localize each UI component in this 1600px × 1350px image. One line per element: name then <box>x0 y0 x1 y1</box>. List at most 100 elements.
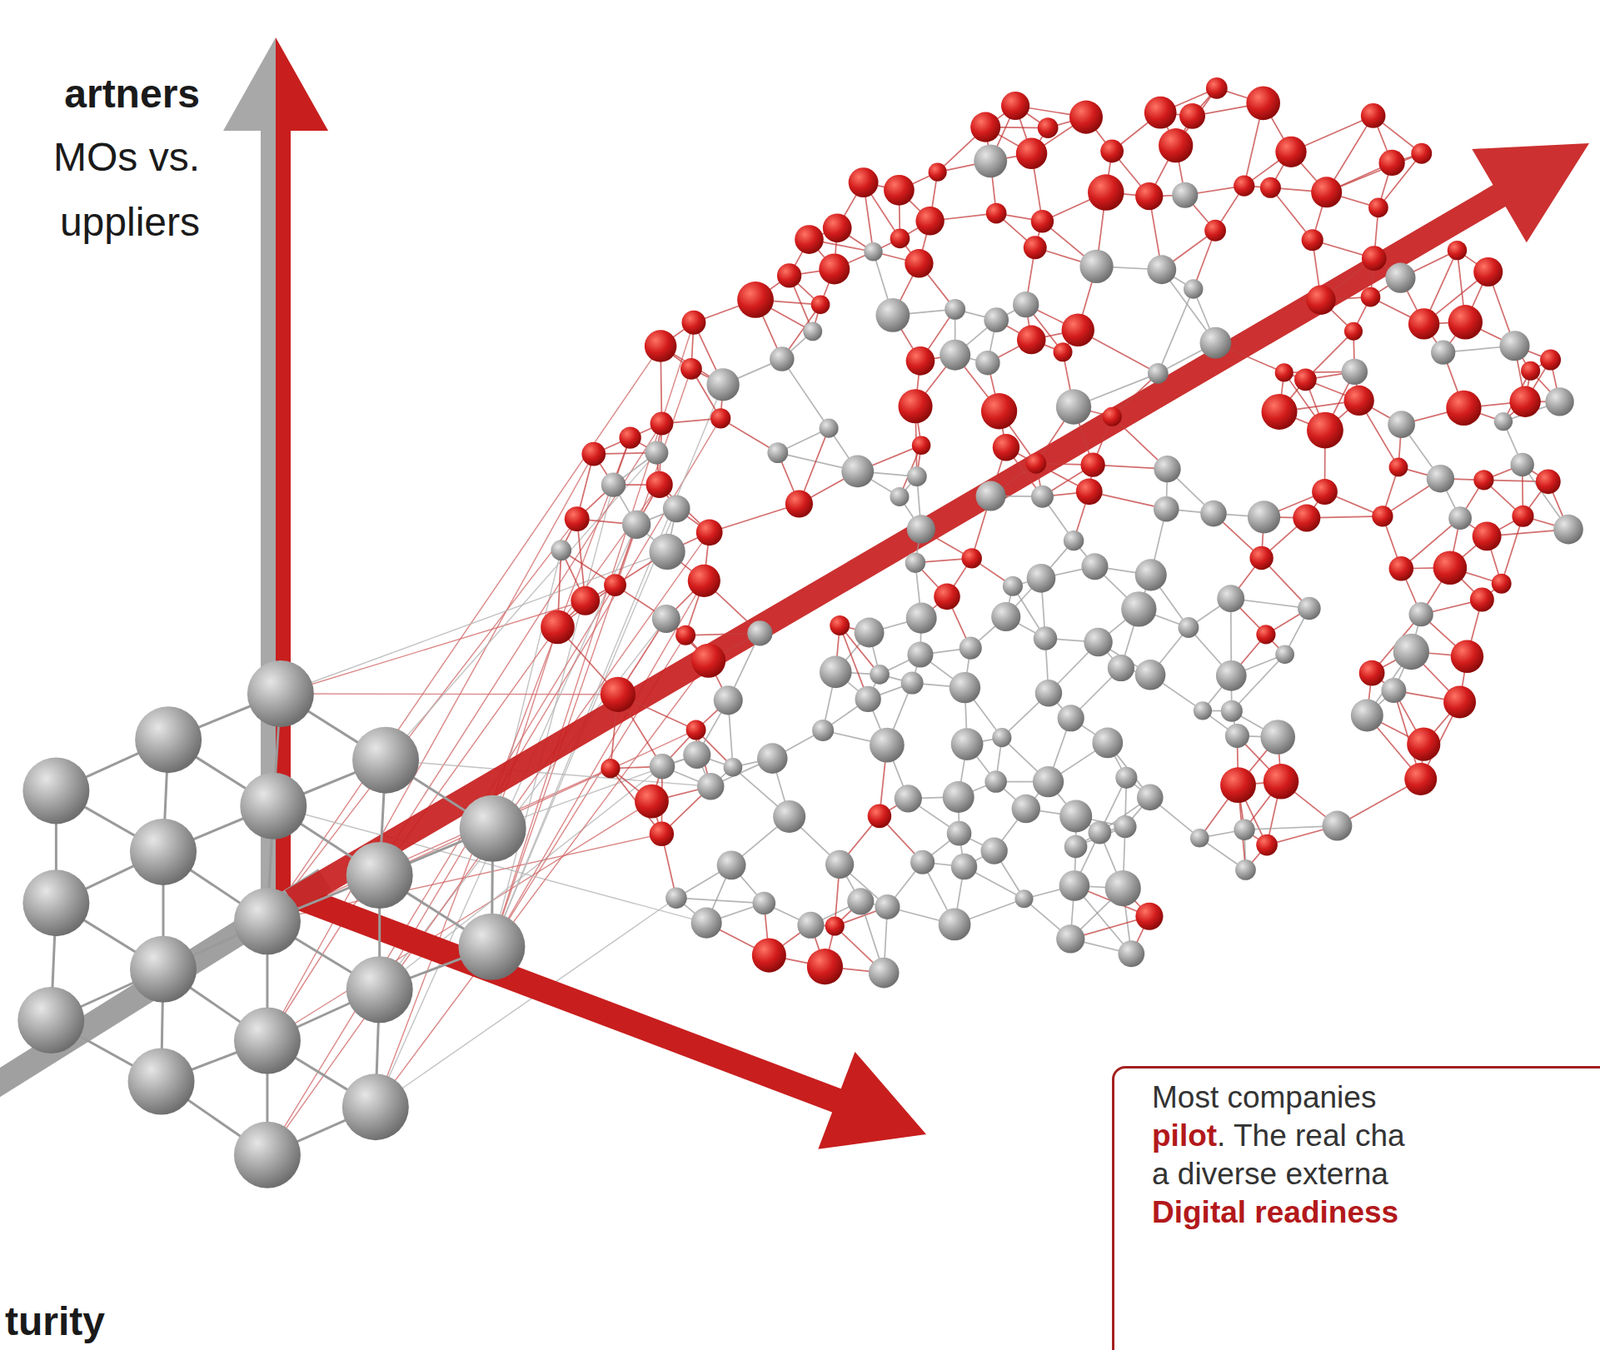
network-node <box>1023 235 1047 260</box>
network-node <box>1343 385 1374 416</box>
network-node <box>777 263 802 288</box>
network-node <box>1443 685 1476 718</box>
network-node <box>1275 644 1295 664</box>
axis-arrow <box>295 886 927 1150</box>
network-node <box>1107 654 1135 682</box>
network-node <box>904 249 933 278</box>
axes <box>0 37 1590 1150</box>
callout-text: a diverse externa <box>1151 1155 1600 1194</box>
network-node <box>897 388 933 424</box>
network-node <box>649 822 674 847</box>
network-node <box>1310 176 1342 208</box>
network-node <box>802 321 823 341</box>
network-node <box>1206 77 1228 100</box>
network-node <box>951 727 984 761</box>
network-node <box>1256 834 1278 857</box>
network-node <box>1026 563 1057 594</box>
network-node <box>797 912 824 939</box>
network-node <box>691 643 726 678</box>
network-node <box>1260 177 1281 199</box>
text-run: . The real cha <box>1216 1118 1406 1153</box>
network-node <box>819 418 839 439</box>
network-node <box>1100 139 1124 164</box>
fan-line <box>375 897 677 1107</box>
network-node <box>1410 143 1432 165</box>
network-node <box>1136 784 1164 812</box>
network-node <box>1389 458 1409 478</box>
network-node <box>981 393 1017 429</box>
network-node <box>1511 505 1534 528</box>
network-node <box>1033 626 1057 650</box>
network-node <box>1147 363 1169 384</box>
network-node <box>869 664 890 685</box>
network-node <box>894 784 923 813</box>
network-node <box>939 339 971 371</box>
network-node <box>1305 285 1336 315</box>
network-node <box>1153 455 1181 483</box>
network-node <box>848 167 879 198</box>
network-node <box>1171 182 1198 209</box>
network-node <box>1087 821 1112 845</box>
network-node <box>1361 245 1387 271</box>
network-node <box>1233 819 1255 841</box>
network-node <box>1360 103 1386 129</box>
lattice-node <box>17 986 85 1054</box>
network-node <box>986 203 1007 225</box>
network-node <box>1121 591 1157 627</box>
network-node <box>652 604 681 634</box>
callout-text: Digital readiness <box>1151 1193 1600 1232</box>
network-node <box>1076 478 1103 505</box>
network-node <box>874 894 900 920</box>
network-node <box>1177 617 1199 639</box>
network-node <box>713 685 743 715</box>
lattice-node <box>346 842 414 909</box>
network-node <box>869 727 905 763</box>
lattice-node <box>346 956 414 1023</box>
network-node <box>984 770 1007 793</box>
network-node <box>1135 558 1167 591</box>
fan-line <box>267 585 616 1156</box>
network-node <box>1056 388 1092 424</box>
network-node <box>863 242 883 261</box>
network-node <box>644 329 678 363</box>
network-node <box>1311 478 1338 505</box>
callout-text: Most companies <box>1151 1078 1600 1117</box>
network-node <box>1256 624 1276 644</box>
network-node <box>1540 349 1561 371</box>
network-node <box>890 229 911 250</box>
network-node <box>570 586 600 616</box>
network-node <box>992 433 1020 461</box>
network-node <box>1275 363 1294 382</box>
network-node <box>1026 453 1047 474</box>
fan-line <box>267 346 661 923</box>
network-node <box>938 908 972 942</box>
network-node <box>928 163 948 182</box>
network-node <box>1233 174 1255 196</box>
network-link <box>1157 289 1193 374</box>
network-node <box>1144 96 1177 130</box>
network-node <box>1035 679 1062 707</box>
network-node <box>581 442 606 467</box>
network-node <box>1359 660 1386 687</box>
network-node <box>1221 700 1243 723</box>
network-node <box>868 957 900 989</box>
network-node <box>1275 136 1306 168</box>
network-node <box>648 533 685 570</box>
axis-label: MOs vs. uppliers <box>8 124 200 255</box>
lattice-node <box>247 660 315 728</box>
network-node <box>1470 588 1495 613</box>
network-node <box>785 489 813 518</box>
network-node <box>905 552 926 573</box>
network-node <box>1059 800 1092 833</box>
network-node <box>1225 723 1250 748</box>
network-node <box>867 804 893 829</box>
network-node <box>1491 573 1512 594</box>
lattice-node <box>458 913 525 981</box>
network-node <box>1001 91 1030 120</box>
network-node <box>644 441 668 465</box>
network-node <box>983 307 1009 333</box>
network-node <box>717 850 747 880</box>
lattice-node <box>234 1007 301 1075</box>
lattice-node <box>22 757 90 824</box>
network-node <box>933 583 961 611</box>
